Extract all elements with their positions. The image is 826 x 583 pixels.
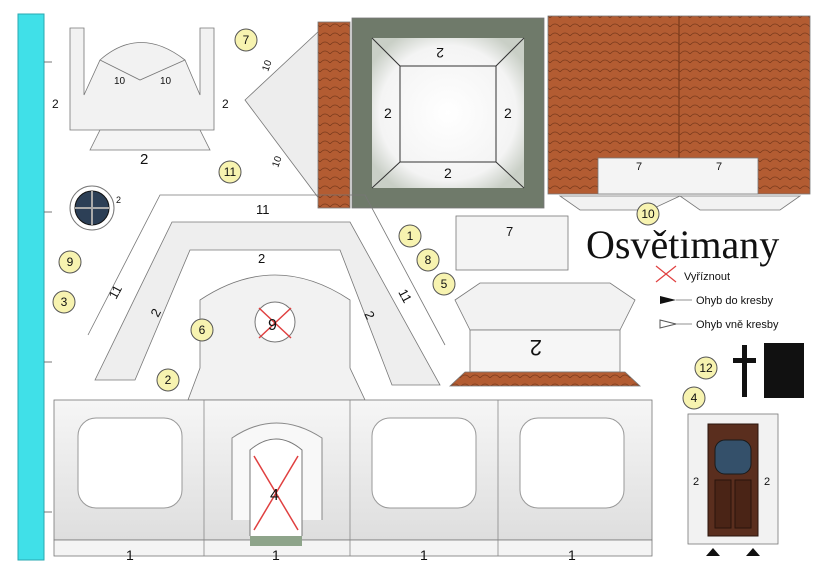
strip-ticks [44,61,52,513]
badge-10: 10 [636,202,660,226]
fold-out-icon [659,319,677,329]
label-11c: 11 [395,286,415,305]
label-2m: 2 [693,476,699,488]
label-2n: 2 [764,476,770,488]
part-4-door: 2 2 [687,413,779,556]
label-1a: 1 [126,547,134,563]
part-3-strip [17,13,45,561]
badge-7: 7 [234,28,258,52]
label-2l: 2 [530,335,542,360]
legend-fold-out: Ohyb vně kresby [696,319,779,331]
svg-text:4: 4 [691,391,698,405]
svg-text:8: 8 [425,253,432,267]
svg-text:1: 1 [407,229,414,243]
part-5-cornice: 2 [448,282,642,387]
label-11a: 11 [256,202,270,217]
badge-1: 1 [398,224,422,248]
badge-12: 12 [694,356,718,380]
label-9: 9 [268,317,277,334]
svg-text:6: 6 [199,323,206,337]
label-2b: 2 [222,97,229,111]
badge-2: 2 [156,368,180,392]
label-2d: 2 [444,165,452,181]
legend-cut: Vyříznout [684,271,730,283]
label-4: 4 [270,487,279,504]
label-2f: 2 [504,105,512,121]
label-2h: 2 [116,195,121,205]
label-1b: 1 [272,547,280,563]
badge-5: 5 [432,272,456,296]
label-1d: 1 [568,547,576,563]
svg-text:11: 11 [224,165,237,179]
part-9-gable: 9 [187,274,366,401]
legend: Osvětimany Vyříznout Ohyb do kresby Ohyb… [586,222,779,331]
svg-text:7: 7 [243,33,250,47]
label-2g: 2 [436,45,444,61]
badge-4: 4 [682,386,706,410]
svg-text:10: 10 [641,207,655,221]
svg-text:9: 9 [67,255,74,269]
label-10c: 10 [260,58,274,73]
label-10d: 10 [270,154,284,169]
badge-3: 3 [52,290,76,314]
svg-text:3: 3 [61,295,68,309]
label-2c: 2 [140,151,148,168]
svg-text:2: 2 [165,373,172,387]
part-9-window: 2 [69,185,121,231]
label-2a: 2 [52,97,59,111]
badge-6: 6 [190,318,214,342]
svg-text:5: 5 [441,277,448,291]
part-10-roof: 7 7 [547,15,811,211]
part-2-wall: 4 1 1 1 1 [53,399,653,563]
label-2e: 2 [384,105,392,121]
label-7a: 7 [636,161,642,173]
badge-11: 11 [218,160,242,184]
part-8-lintel: 7 [455,215,569,271]
badge-8: 8 [416,248,440,272]
label-10b: 10 [160,76,172,87]
label-11b: 11 [105,282,125,301]
label-7b: 7 [716,161,722,173]
badges: 7 11 1 10 9 8 5 3 6 12 2 4 [52,28,718,410]
legend-fold-in: Ohyb do kresby [696,295,774,307]
fold-in-icon [660,296,676,304]
label-7c: 7 [506,224,513,239]
part-12-cross [733,343,804,398]
part-6-cornice: 11 2 11 2 11 2 [87,194,446,386]
badge-9: 9 [58,250,82,274]
label-1c: 1 [420,547,428,563]
part-7-gable: 10 10 2 2 2 [52,27,229,168]
part-1-frame: 2 2 2 2 [351,17,545,209]
legend-title: Osvětimany [586,222,779,267]
label-2i: 2 [258,251,265,266]
label-10a: 10 [114,76,126,87]
svg-text:12: 12 [699,361,713,375]
part-11-roof-small: 10 10 [244,21,351,209]
